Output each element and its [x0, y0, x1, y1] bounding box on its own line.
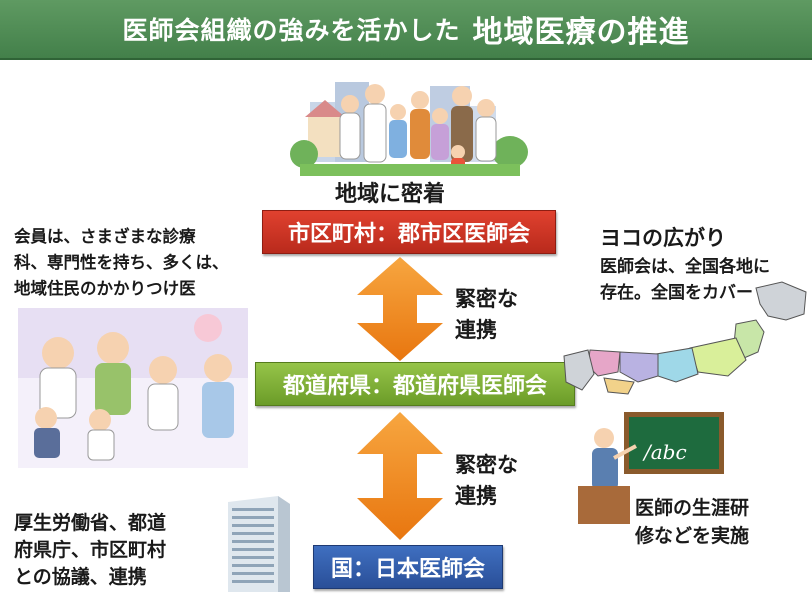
community-people-illustration [290, 82, 528, 176]
clinic-illustration [18, 308, 248, 468]
level-prefecture-box: 都道府県：都道府県医師会 [255, 362, 575, 406]
blackboard-text: /abc [644, 440, 687, 464]
header-title-part1: 医師会組織の強みを活かした [122, 16, 461, 45]
horizontal-spread-title: ヨコの広がり [600, 226, 726, 250]
ministry-cooperation-text: 厚生労働省、都道 府県庁、市区町村 との協議、連携 [14, 512, 167, 588]
level-national-box: 国：日本医師会 [313, 545, 503, 589]
cooperation-label-bottom: 緊密な 連携 [455, 453, 518, 508]
double-arrow-top [357, 257, 443, 361]
community-label: 地域に密着 [335, 182, 446, 207]
members-description: 会員は、さまざまな診療 科、専門性を持ち、多くは、 地域住民のかかりつけ医 [14, 227, 229, 298]
header-banner: 医師会組織の強みを活かした 地域医療の推進 [0, 0, 812, 60]
japan-map-icon [563, 281, 807, 395]
lecture-illustration [578, 412, 724, 524]
training-text: 医師の生涯研 修などを実施 [635, 497, 750, 547]
header-title-part2: 地域医療の推進 [472, 15, 690, 50]
double-arrow-bottom [357, 412, 443, 540]
government-building-illustration [228, 496, 290, 592]
cooperation-label-top: 緊密な 連携 [455, 287, 518, 342]
horizontal-spread-description: 医師会は、全国各地に 存在。全国をカバー [600, 257, 770, 303]
level-city-box: 市区町村：郡市区医師会 [262, 210, 556, 254]
